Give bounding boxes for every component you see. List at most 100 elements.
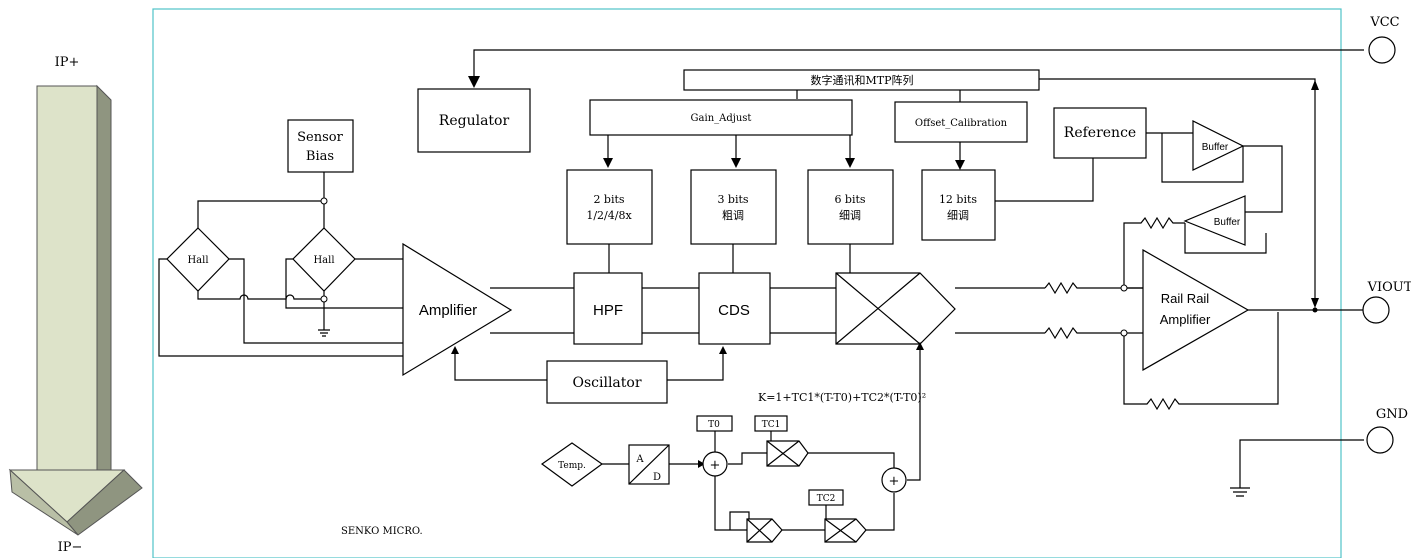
buffer-2-label: Buffer (1214, 217, 1241, 228)
gain-wiring (607, 135, 851, 162)
hall-2-label: Hall (313, 255, 334, 266)
vcc-rail (473, 49, 1364, 78)
oscillator-label: Oscillator (572, 375, 641, 391)
chip-frame (152, 8, 1342, 558)
tc1-multiplier (766, 440, 809, 467)
gain-3bits-line2: 粗调 (722, 209, 744, 222)
gain-arrow-2bits (603, 158, 613, 168)
tc1-multiplier-cross (766, 440, 800, 467)
current-arrow (8, 84, 143, 536)
ip-plus-label: IP+ (55, 55, 80, 70)
gain-2bits-line2: 1/2/4/8x (586, 209, 632, 222)
viout-pin (1362, 296, 1390, 324)
hall-node-top (320, 197, 328, 205)
oscillator-block (546, 360, 668, 404)
gain-3bits-line1: 3 bits (717, 193, 748, 206)
adc-a-label: A (635, 454, 644, 465)
offset-calibration-label: Offset_Calibration (915, 118, 1008, 129)
sum-node-2-label: + (889, 474, 900, 489)
tc-arrow-mult (916, 342, 924, 350)
gain-arrow-6bits (845, 158, 855, 168)
viout-label: VIOUT (1367, 280, 1411, 295)
rail-amp-line1: Rail Rail (1161, 291, 1210, 306)
mtp-viout-arrow-bottom (1311, 298, 1319, 308)
hpf-label: HPF (593, 302, 623, 319)
osc-arrow-cds (719, 346, 727, 354)
mtp-viout-arrow-top (1311, 80, 1319, 90)
offset-calibration-block (894, 101, 1028, 143)
viout-node (1312, 307, 1318, 313)
offset-12bits-block (921, 169, 996, 241)
hpf-block (573, 272, 643, 345)
hall-node-bottom (320, 295, 328, 303)
temp-sensor (540, 442, 604, 487)
rail-rail-amplifier (1142, 248, 1250, 372)
temp-label: Temp. (558, 461, 586, 471)
hall-sensor-2 (292, 227, 356, 292)
offset-12bits-line2: 细调 (947, 209, 969, 222)
hall-sensor-1 (166, 227, 230, 292)
rail-amp-line2: Amplifier (1160, 312, 1211, 327)
sensor-bias-line2: Bias (306, 149, 334, 164)
company-label: SENKO MICRO. (341, 526, 423, 537)
reference-to-12bits (995, 158, 1094, 202)
offset-12bits-line1: 12 bits (939, 193, 977, 206)
gnd-symbol (1230, 487, 1250, 497)
hall-wiring (158, 172, 406, 357)
multiplier-cross (835, 272, 921, 345)
hall-1-label: Hall (187, 255, 208, 266)
vcc-label: VCC (1369, 15, 1399, 30)
sum-node-1-label: + (710, 458, 721, 473)
buffer-1 (1192, 120, 1245, 171)
temp-wiring (602, 344, 921, 531)
cds-label: CDS (718, 302, 750, 319)
signal-path (490, 281, 1143, 340)
gain-2bits-block (566, 169, 653, 245)
cds-block (698, 272, 771, 345)
reference-block (1053, 107, 1147, 159)
tc-formula: K=1+TC1*(T-T0)+TC2*(T-T0)² (758, 391, 926, 404)
square-multiplier (746, 518, 783, 543)
regulator-block (417, 88, 531, 153)
tc2-multiplier-cross (824, 518, 857, 543)
sensor-bias-line1: Sensor (297, 130, 343, 145)
ip-minus-label: IP− (58, 540, 83, 555)
buffer-wiring (1123, 132, 1283, 411)
oscillator-wiring (454, 352, 724, 381)
t0-label: T0 (708, 420, 720, 430)
adc-slash (628, 444, 670, 485)
amplifier-label: Amplifier (419, 302, 477, 319)
buffer-1-label: Buffer (1202, 142, 1229, 153)
tc1-block (754, 415, 788, 432)
osc-arrow-amp (451, 346, 459, 354)
gain-2bits-line1: 2 bits (593, 193, 624, 206)
regulator-label: Regulator (439, 113, 510, 129)
sensor-bias-block (287, 119, 354, 173)
gain-adjust-block (589, 99, 853, 136)
vcc-pin (1368, 36, 1396, 64)
gnd-wire (1239, 439, 1364, 488)
sum-node-2 (881, 467, 907, 493)
rail-node-top (1120, 284, 1128, 292)
mtp-block (683, 69, 1040, 91)
buffer-2 (1183, 195, 1246, 246)
sum-node-1 (702, 451, 728, 477)
tc-arrow-sum (698, 460, 705, 468)
mtp-label: 数字通讯和MTP阵列 (810, 73, 913, 87)
gain-6bits-block (807, 169, 894, 245)
multiplier-block (835, 272, 956, 345)
offset-arrow (955, 160, 965, 170)
reference-label: Reference (1064, 125, 1136, 141)
gnd-label: GND (1376, 407, 1408, 422)
tc2-block (808, 489, 844, 506)
gain-adjust-label: Gain_Adjust (691, 113, 752, 124)
regulator-arrowhead (468, 76, 480, 88)
amplifier-block (402, 242, 513, 377)
gain-arrow-3bits (731, 158, 741, 168)
tc2-label: TC2 (817, 494, 836, 504)
gnd-pin (1366, 426, 1394, 454)
tc1-label: TC1 (762, 420, 781, 430)
gain-3bits-block (690, 169, 777, 245)
gain-6bits-line2: 细调 (839, 209, 861, 222)
